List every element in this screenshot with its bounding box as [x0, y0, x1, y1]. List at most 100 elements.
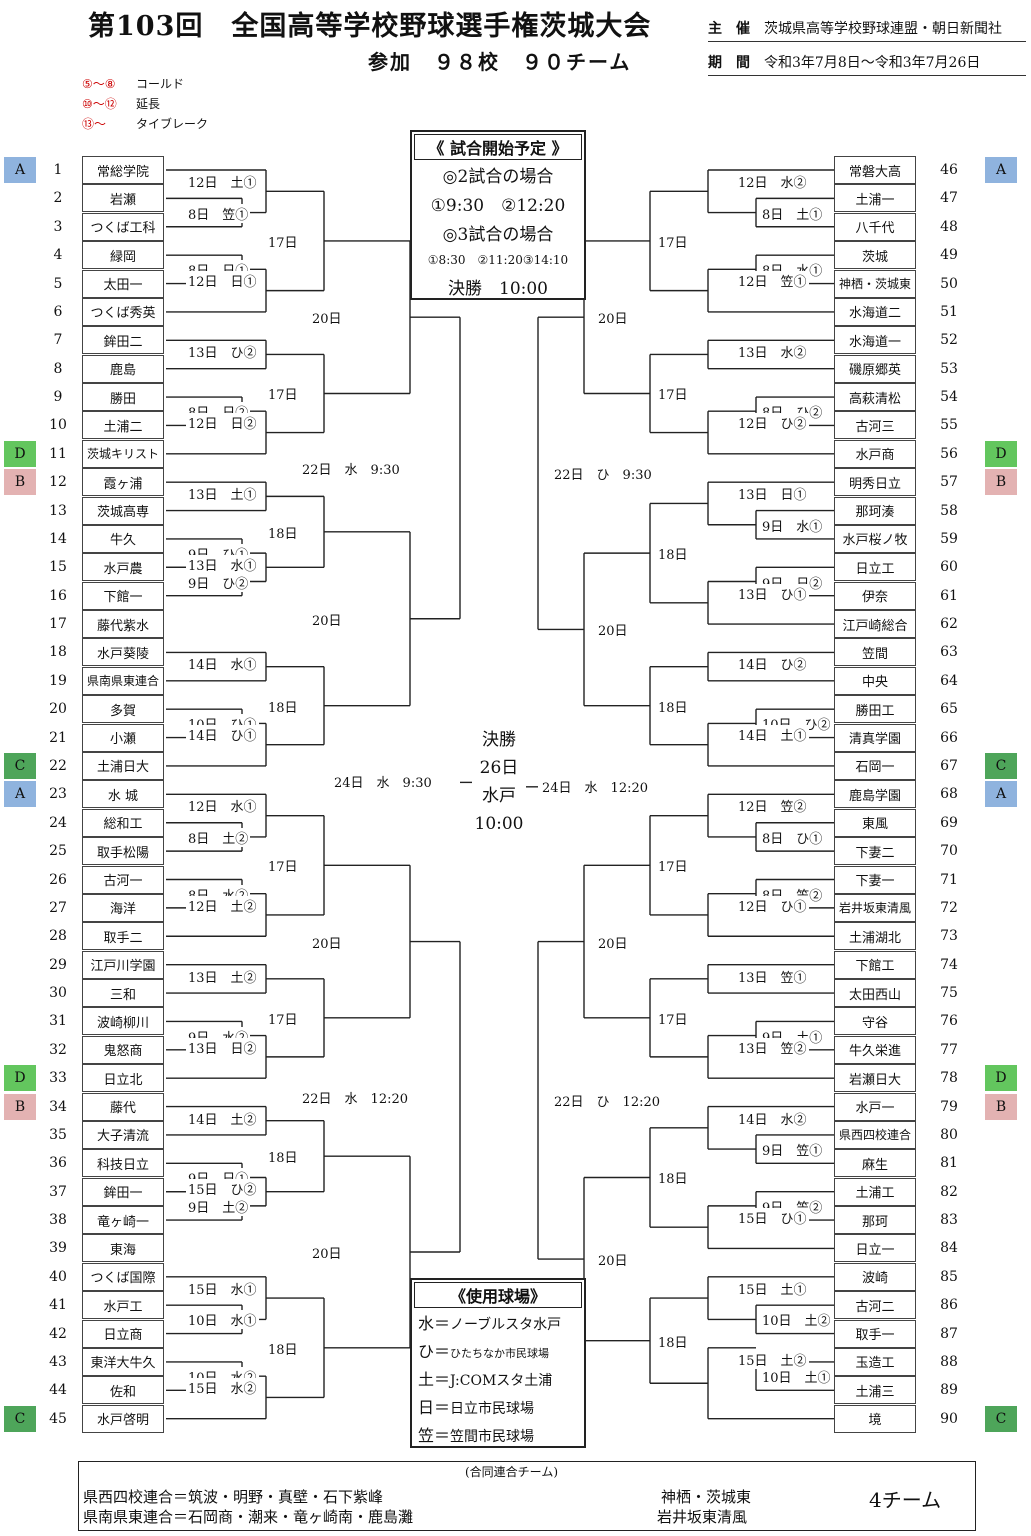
team-number: 21	[49, 729, 67, 746]
team-number: 59	[940, 530, 958, 547]
team-number: 83	[940, 1212, 958, 1229]
round-label: 18日	[266, 1338, 300, 1358]
team-number: 10	[49, 417, 67, 434]
team-number: 1	[53, 162, 63, 178]
team-name: 那珂	[834, 1206, 916, 1235]
match-label: 14日 ひ②	[736, 654, 809, 674]
team-number: 79	[940, 1098, 958, 1115]
team-number: 37	[49, 1183, 67, 1200]
team-number: 32	[49, 1041, 67, 1058]
team-name: 笠間	[834, 638, 916, 667]
team-number: 6	[53, 303, 63, 320]
round-label: 17日	[266, 384, 300, 404]
team-name: 波崎柳川	[82, 1007, 164, 1036]
round-label: 20日	[310, 609, 344, 629]
schedule-line: ①8:30 ②11:20③14:10	[427, 253, 569, 267]
team-name: 麻生	[834, 1149, 916, 1178]
match-label: 14日 土②	[186, 1108, 259, 1128]
team-name: 古河三	[834, 411, 916, 440]
venue-item: 日＝日立市民球場	[418, 1398, 535, 1417]
region-badge: D	[4, 1065, 36, 1092]
team-number: 47	[940, 190, 958, 207]
team-name: 東洋大牛久	[82, 1347, 164, 1376]
team-number: 48	[940, 218, 958, 235]
round-label: 22日 ひ 12:20	[552, 1091, 663, 1111]
schedule-title: 《 試合開始予定 》	[414, 134, 582, 160]
team-number: 57	[940, 474, 958, 491]
team-number: 62	[940, 616, 958, 633]
match-label: 9日 土②	[186, 1196, 251, 1216]
round-label: 18日	[656, 696, 690, 716]
match-label: 13日 ひ②	[186, 342, 259, 362]
team-number: 39	[49, 1240, 67, 1257]
team-number: 15	[49, 559, 67, 576]
match-label: 14日 水②	[736, 1108, 809, 1128]
team-name: 鬼怒商	[82, 1035, 164, 1064]
schedule-box: 《 試合開始予定 》 ◎2試合の場合 ①9:30 ②12:20 ◎3試合の場合 …	[410, 130, 586, 300]
match-label: 10日 土②	[760, 1310, 833, 1330]
team-number: 65	[940, 701, 958, 718]
schedule-line: 決勝 10:00	[448, 279, 548, 299]
match-label: 12日 土①	[186, 172, 259, 191]
team-name: 竜ヶ崎一	[82, 1206, 164, 1235]
team-number: 90	[940, 1410, 958, 1427]
match-label: 15日 水①	[186, 1278, 259, 1298]
round-label: 17日	[656, 856, 690, 876]
team-name: 波崎	[834, 1262, 916, 1291]
team-number: 11	[49, 445, 67, 462]
match-label: 13日 ひ①	[736, 583, 809, 603]
team-name: つくば秀英	[82, 297, 164, 326]
team-name: 霞ヶ浦	[82, 468, 164, 497]
team-name: 科技日立	[82, 1149, 164, 1178]
team-name: 水戸工	[82, 1291, 164, 1320]
match-label: 9日 笠①	[760, 1140, 825, 1160]
team-name: 土浦一	[834, 184, 916, 213]
team-name: 水 城	[82, 780, 164, 809]
region-badge: C	[4, 752, 36, 779]
match-label: 12日 土②	[186, 895, 259, 915]
team-name: 岩瀬	[82, 184, 164, 213]
round-label: 18日	[656, 1168, 690, 1188]
team-number: 28	[49, 928, 67, 945]
match-label: 13日 日①	[736, 484, 809, 504]
team-number: 49	[940, 247, 958, 264]
team-name: 常磐大高	[834, 156, 916, 184]
match-label: 15日 土②	[736, 1349, 809, 1369]
match-label: 10日 土①	[760, 1367, 833, 1387]
team-number: 43	[49, 1353, 67, 1370]
round-label: 24日 水 9:30	[332, 772, 434, 792]
team-name: 日立商	[82, 1319, 164, 1348]
team-number: 53	[940, 360, 958, 377]
final-info: 決勝 26日 水戸 10:00	[474, 730, 524, 834]
team-number: 20	[49, 701, 67, 718]
team-number: 72	[940, 899, 958, 916]
match-label: 15日 ひ①	[736, 1207, 809, 1227]
team-name: 境	[834, 1404, 916, 1433]
team-name: 土浦工	[834, 1177, 916, 1206]
team-name: 牛久	[82, 524, 164, 553]
team-name: 水戸農	[82, 553, 164, 582]
match-label: 13日 土②	[186, 966, 259, 986]
team-number: 44	[49, 1382, 67, 1399]
team-name: 取手松陽	[82, 837, 164, 866]
team-name: 下館工	[834, 950, 916, 979]
team-name: 石岡一	[834, 751, 916, 780]
region-badge: C	[985, 752, 1017, 779]
team-name: 水海道二	[834, 297, 916, 326]
footer-right: 神栖・茨城東	[661, 1488, 752, 1506]
team-number: 71	[940, 871, 958, 888]
venue-item: 笠＝笠間市民球場	[418, 1426, 535, 1445]
match-label: 12日 笠①	[736, 271, 809, 291]
team-name: 東海	[82, 1234, 164, 1263]
team-name: 水戸桜ノ牧	[834, 524, 916, 553]
team-number: 68	[940, 786, 958, 803]
team-number: 34	[49, 1098, 67, 1115]
schedule-line: ◎2試合の場合	[442, 167, 554, 187]
team-number: 42	[49, 1325, 67, 1342]
team-number: 5	[53, 275, 63, 292]
team-number: 58	[940, 502, 958, 519]
team-name: 茨城キリスト	[82, 439, 164, 468]
team-name: 清真学園	[834, 723, 916, 752]
